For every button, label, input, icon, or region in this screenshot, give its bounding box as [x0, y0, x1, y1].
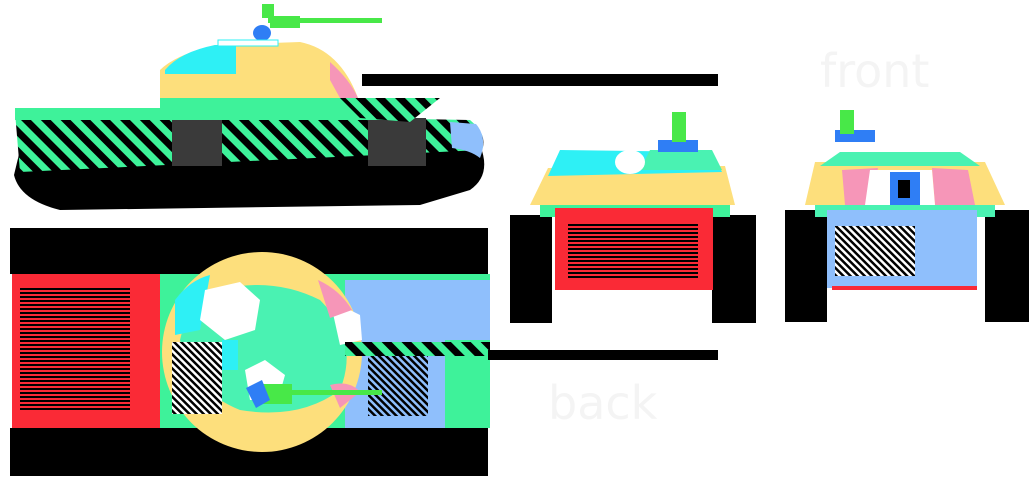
- back-track-left: [510, 215, 552, 323]
- back-cupola: [658, 140, 698, 152]
- front-mantlet-slot: [898, 180, 910, 198]
- side-turret-cyan: [165, 45, 236, 74]
- side-hull-stripe: [15, 108, 205, 120]
- side-hull-lightblue: [450, 122, 484, 158]
- top-turret-yellow-top: [230, 253, 300, 278]
- side-mg-mount: [270, 16, 300, 28]
- side-turret-hatch: [340, 98, 440, 122]
- top-front-plate: [345, 280, 490, 340]
- top-hatch-bar: [345, 342, 490, 356]
- top-gun: [262, 390, 382, 395]
- side-turret-top: [217, 39, 279, 47]
- top-cupola: [246, 380, 270, 408]
- top-view: [10, 228, 718, 476]
- side-module-front: [172, 118, 222, 166]
- back-track-right: [712, 215, 756, 323]
- top-turret-pink-lower: [330, 383, 360, 408]
- top-turret-hatch-cyan: [222, 340, 238, 370]
- side-mg: [268, 18, 382, 23]
- back-grille: [568, 222, 698, 278]
- top-engine-grille: [20, 288, 130, 412]
- side-cupola: [253, 25, 271, 41]
- back-view: [510, 112, 756, 323]
- front-track-right: [985, 210, 1029, 322]
- side-line-1: [362, 74, 718, 86]
- back-turret-slope: [530, 166, 735, 205]
- front-turret-top: [820, 152, 980, 166]
- back-turret-green: [640, 150, 722, 170]
- side-module-rear: [368, 118, 426, 166]
- top-driver-hatch: [368, 356, 428, 416]
- side-turret-pink: [330, 62, 358, 98]
- side-upper-hull: [15, 112, 484, 172]
- top-turret-hatch: [172, 342, 222, 414]
- front-view: [785, 110, 1029, 322]
- back-label: back: [548, 376, 658, 430]
- back-turret-dome: [615, 150, 645, 174]
- top-turret-window-left: [200, 282, 260, 340]
- front-label: front: [820, 44, 930, 98]
- back-cupola-top: [672, 112, 686, 142]
- top-line-1: [488, 350, 718, 360]
- top-turret-pink: [318, 280, 352, 318]
- side-view: [14, 4, 718, 210]
- front-cupola-top: [840, 110, 854, 134]
- front-driver-hatch: [835, 226, 915, 276]
- front-turret-pink-right: [932, 168, 975, 205]
- side-cupola-top: [262, 4, 274, 18]
- front-track-left: [785, 210, 827, 322]
- front-hull-red-line: [832, 286, 977, 290]
